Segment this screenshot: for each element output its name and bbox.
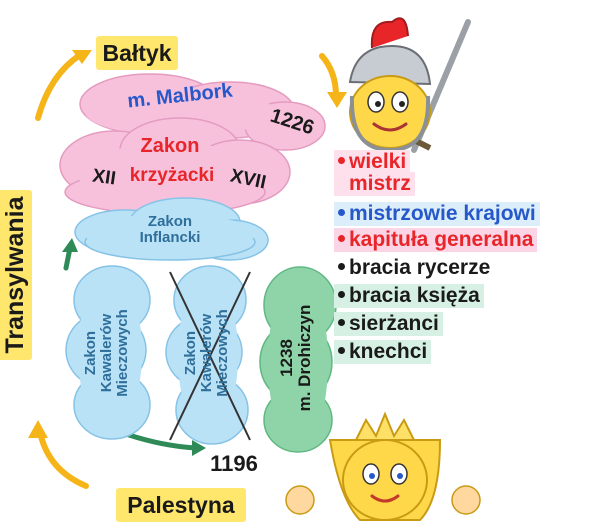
bullet-icon [338,347,345,354]
hierarchy-item-label: kapituła generalna [349,228,533,251]
kawalerow-left-label: Zakon Kawalerów Mieczowych [83,293,137,413]
hierarchy-item: kapituła generalna [334,228,537,252]
arrow-to-palestyna [40,432,86,486]
hierarchy-item: bracia księża [334,284,484,308]
zakon-title: Zakon [130,136,210,157]
hierarchy-item: mistrzowie krajowi [334,202,540,226]
hierarchy-item-label: wielki [349,150,406,173]
hierarchy-item-label: bracia rycerze [349,256,490,279]
bullet-icon [338,209,345,216]
arrow-to-baltyk [38,55,80,118]
hierarchy-item-label: bracia księża [349,284,480,307]
zakon-subtitle: krzyżacki [120,166,224,186]
hierarchy-item: wielki [334,150,410,174]
inflancki-label: Zakon Inflancki [120,214,220,246]
arrowhead-green-up [62,238,78,252]
label-transylwania: Transylwania [0,190,32,360]
bullet-icon [338,235,345,242]
arrow-knight [322,56,336,96]
arrowhead-from-south [28,420,48,438]
hierarchy-item: knechci [334,340,431,364]
hierarchy-item: bracia rycerze [334,256,494,280]
bullet-icon [338,291,345,298]
knight-illustration [350,18,468,150]
drohiczyn-label: 1238 m. Drohiczyn [278,298,318,418]
bullet-icon [338,263,345,270]
year-1196: 1196 [194,452,274,475]
hierarchy-item-label: mistrz [349,172,411,195]
label-palestyna: Palestyna [116,488,246,522]
hierarchy-item: mistrz [334,172,415,196]
arrowhead-knight [327,92,347,108]
hierarchy-item: sierżanci [334,312,443,336]
hierarchy-item-label: mistrzowie krajowi [349,202,536,225]
hierarchy-item-label: knechci [349,340,427,363]
bullet-icon [338,319,345,326]
kawalerow-crossed-label: Zakon Kawalerów Mieczowych [183,293,237,413]
hierarchy-item-label: sierżanci [349,312,439,335]
label-baltyk: Bałtyk [96,36,178,70]
bullet-icon [338,157,345,164]
